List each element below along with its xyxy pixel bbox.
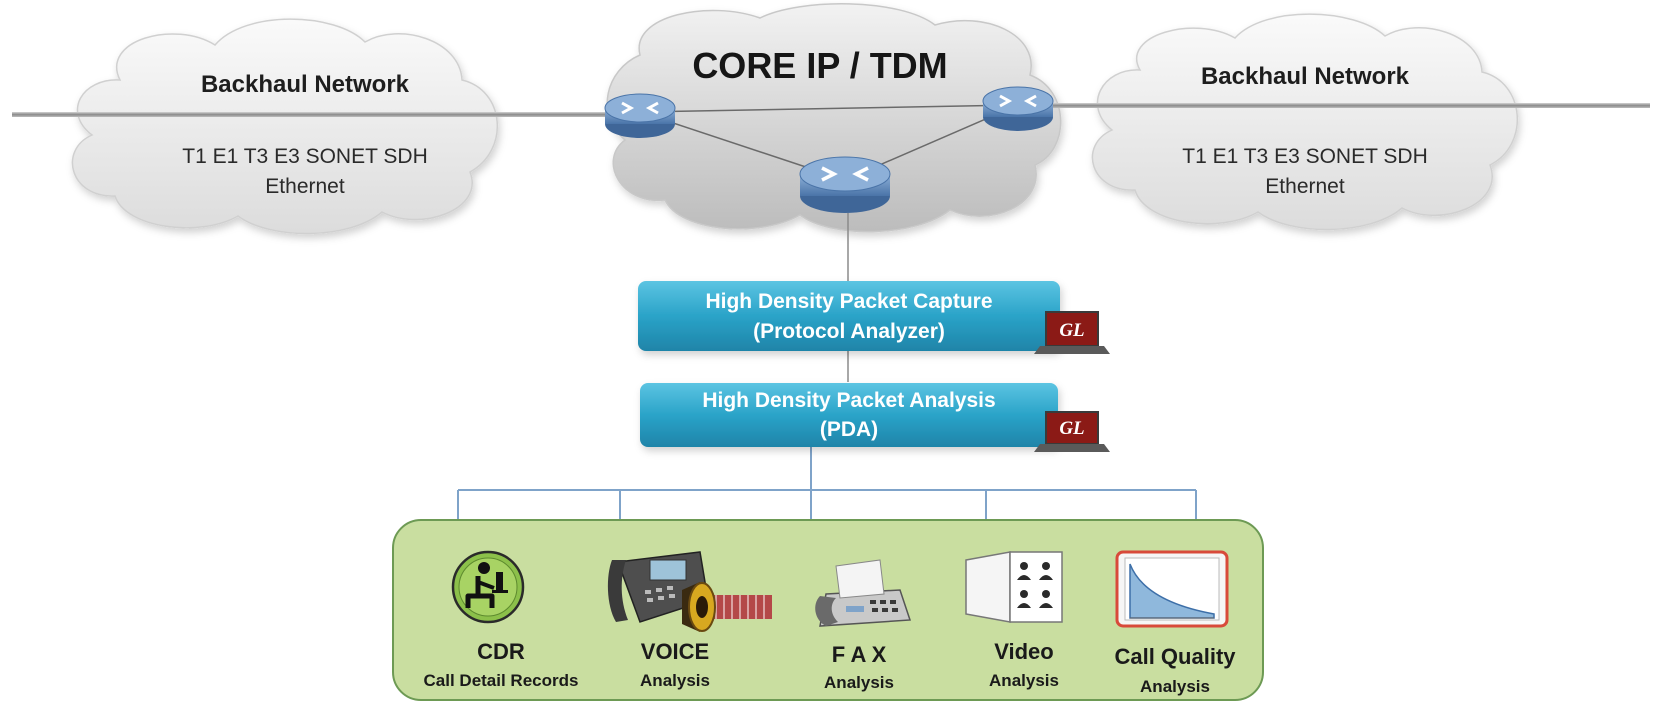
call-quality-title: Call Quality (1114, 644, 1236, 669)
distribution-tree (457, 489, 1197, 520)
left-cloud-title: Backhaul Network (201, 71, 410, 98)
right-cloud-ethernet: Ethernet (1265, 175, 1345, 198)
right-cloud-protocols: T1 E1 T3 E3 SONET SDH (1182, 145, 1427, 168)
left-cloud-protocols: T1 E1 T3 E3 SONET SDH (182, 145, 427, 168)
router-right-icon (982, 86, 1054, 131)
cdr-subtitle: Call Detail Records (424, 671, 579, 690)
backbone-line-right (1010, 103, 1650, 108)
packet-analysis-box (640, 383, 1058, 447)
svg-text:GL: GL (1059, 418, 1084, 439)
voice-subtitle: Analysis (640, 671, 710, 690)
fax-machine-icon (815, 559, 912, 627)
packet-analysis-line2: (PDA) (820, 418, 878, 441)
packet-capture-box (638, 281, 1060, 351)
cdr-user-icon (451, 550, 525, 624)
cdr-title: CDR (477, 639, 525, 664)
left-backhaul-cloud (71, 18, 499, 235)
svg-text:GL: GL (1059, 320, 1084, 341)
fax-subtitle: Analysis (824, 673, 894, 692)
core-cloud-title: CORE IP / TDM (692, 45, 947, 86)
router-left-icon (604, 93, 676, 138)
right-backhaul-cloud (1091, 13, 1519, 231)
phone-speaker-icon (607, 551, 772, 632)
router-center-icon (799, 156, 891, 213)
gl-laptop-icon: GL (1034, 411, 1110, 452)
left-cloud-ethernet: Ethernet (265, 175, 345, 198)
video-grid-icon (965, 551, 1063, 623)
packet-analysis-line1: High Density Packet Analysis (702, 389, 995, 412)
video-title: Video (994, 639, 1054, 664)
packet-capture-line2: (Protocol Analyzer) (753, 320, 945, 343)
backbone-line-left (12, 112, 652, 117)
right-cloud-title: Backhaul Network (1201, 63, 1410, 90)
gl-laptop-icon: GL (1034, 311, 1110, 354)
voice-title: VOICE (641, 639, 709, 664)
quality-chart-icon (1115, 550, 1229, 628)
core-cloud (606, 3, 1062, 233)
fax-title: F A X (832, 642, 887, 667)
call-quality-subtitle: Analysis (1140, 677, 1210, 696)
video-subtitle: Analysis (989, 671, 1059, 690)
packet-capture-line1: High Density Packet Capture (705, 290, 992, 313)
